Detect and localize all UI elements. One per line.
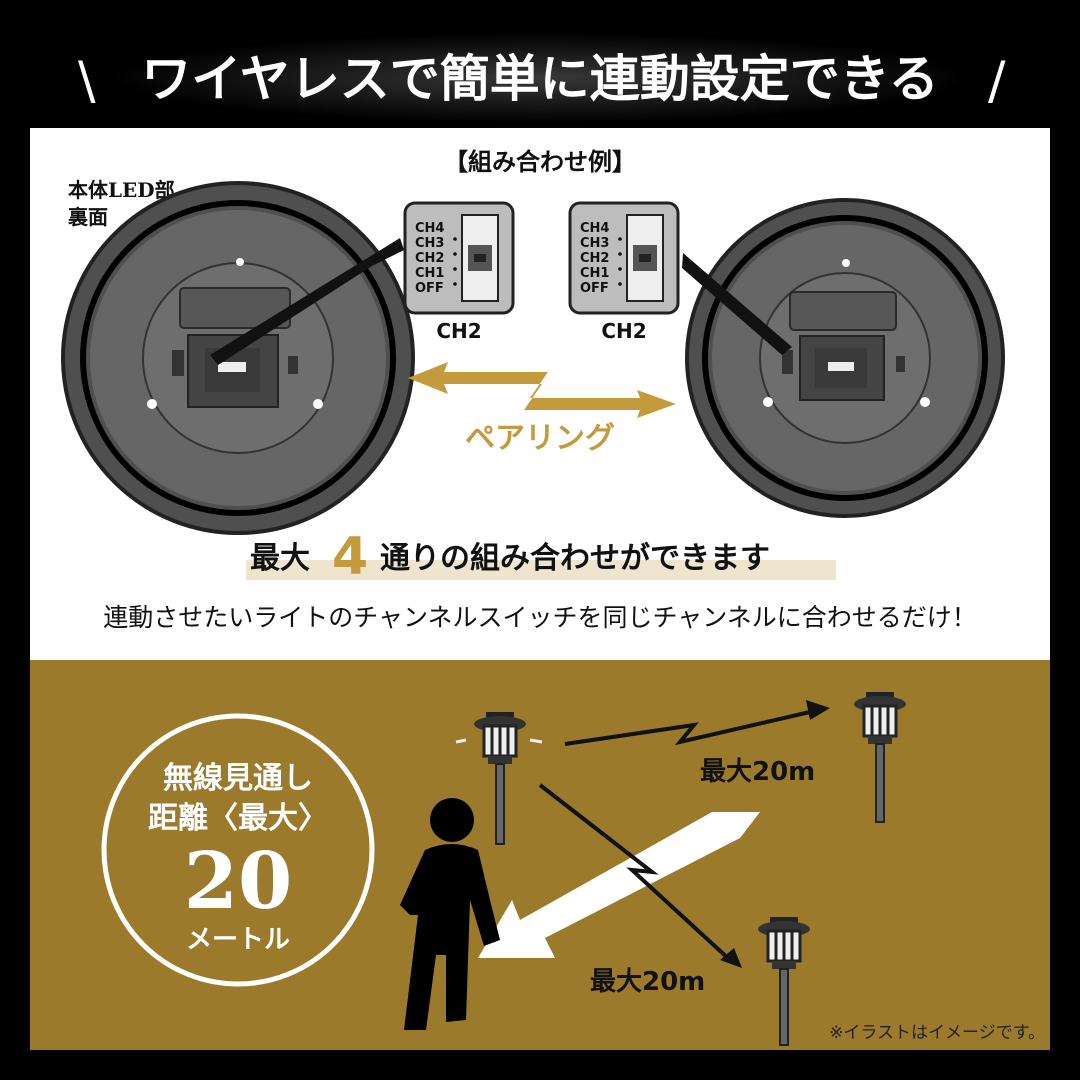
distance-label-bottom: 最大20m [590, 967, 705, 997]
back-label: 本体LED部 [68, 178, 175, 202]
footnote: ※イラストはイメージです。 [829, 1023, 1045, 1043]
switch-pos: CH4 [580, 221, 609, 236]
switch-pos: CH4 [415, 221, 444, 236]
combo-prefix: 最大 [250, 541, 310, 576]
channel-switch-left: CH4 CH3 CH2 CH1 OFF CH2 [403, 201, 515, 343]
slash-left: \ [78, 51, 96, 111]
combo-number: 4 [332, 527, 368, 587]
headline-highlight [246, 560, 836, 580]
combo-suffix: 通りの組み合わせができます [380, 541, 770, 576]
badge-line2: 距離〈最大〉 [148, 801, 328, 836]
switch-caption-right: CH2 [601, 319, 646, 343]
switch-pos: CH2 [415, 251, 444, 266]
switch-pos: OFF [580, 281, 609, 296]
switch-pos: CH1 [415, 266, 444, 281]
pointer-right [682, 253, 792, 355]
switch-pos: CH1 [580, 266, 609, 281]
slash-right: / [988, 51, 1006, 111]
range-badge: 無線見通し 距離〈最大〉 20 メートル [101, 713, 375, 987]
instruction-text: 連動させたいライトのチャンネルスイッチを同じチャンネルに合わせるだけ！ [103, 603, 977, 632]
badge-number: 20 [184, 836, 293, 927]
pairing-arrow-icon [408, 362, 676, 418]
arrowhead [720, 948, 742, 968]
solar-light-icon [455, 692, 906, 1046]
switch-pos: CH2 [580, 251, 609, 266]
channel-switch-right: CH4 CH3 CH2 CH1 OFF CH2 [568, 201, 680, 343]
back-label-2: 裏面 [67, 205, 108, 229]
signal-arrow-icon [538, 710, 811, 962]
switch-pos: CH3 [580, 236, 609, 251]
device-right [685, 198, 1005, 518]
distance-label-top: 最大20m [700, 757, 815, 787]
example-label: 【組み合わせ例】 [444, 147, 636, 176]
pairing-label: ペアリング [465, 421, 615, 456]
badge-line1: 無線見通し [163, 761, 313, 796]
walking-direction-arrow-icon [478, 812, 760, 958]
page-title: ワイヤレスで簡単に連動設定できる [141, 49, 939, 108]
switch-pos: CH3 [415, 236, 444, 251]
device-left [61, 181, 415, 535]
badge-unit: メートル [186, 925, 290, 955]
switch-pos: OFF [415, 281, 444, 296]
switch-caption-left: CH2 [436, 319, 481, 343]
person-icon [400, 798, 500, 1030]
pointer-left [210, 238, 404, 365]
arrowhead [806, 700, 830, 720]
header: \ ワイヤレスで簡単に連動設定できる / [78, 33, 1006, 123]
